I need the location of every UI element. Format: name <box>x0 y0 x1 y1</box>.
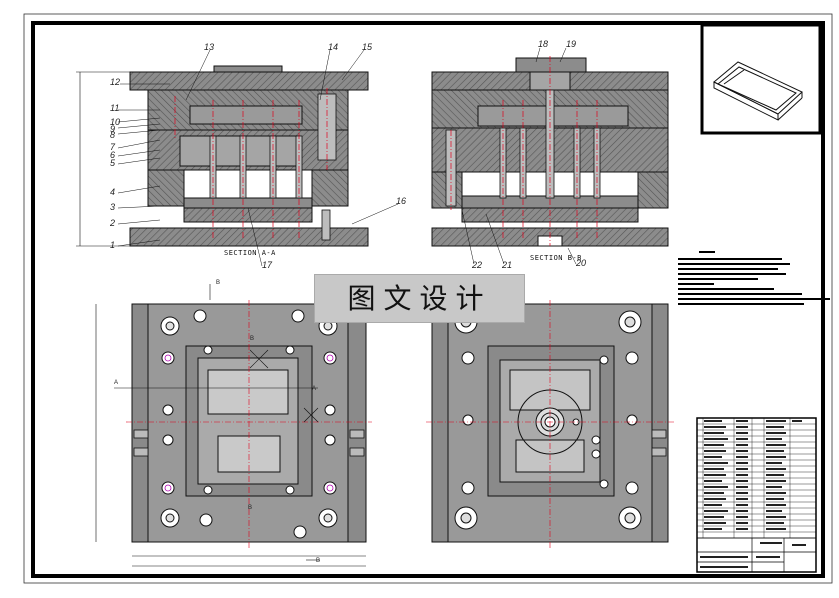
part-number-2: 2 <box>110 218 116 228</box>
section-marker-a-left: A <box>114 380 119 386</box>
part-number-4: 4 <box>110 187 116 197</box>
part-number-18: 18 <box>538 39 549 49</box>
part-number-9: 9 <box>110 124 116 134</box>
section-a-a-view <box>76 49 399 267</box>
part-number-15: 15 <box>362 42 373 52</box>
section-marker-a-right: A <box>312 386 317 392</box>
isometric-preview <box>700 23 822 135</box>
plan-view-moving-half <box>95 284 372 567</box>
part-number-17: 17 <box>262 260 273 270</box>
watermark-banner: 图文设计 <box>314 274 525 323</box>
section-b-b-view <box>431 47 669 265</box>
part-number-1: 1 <box>110 240 116 250</box>
technical-notes-block <box>678 251 830 305</box>
section-marker-b-top: B <box>216 280 221 286</box>
part-number-19: 19 <box>566 39 577 49</box>
plan-view-fixed-half <box>426 300 674 548</box>
part-number-22: 22 <box>472 260 483 270</box>
section-marker-b-base: B <box>316 558 321 564</box>
part-number-20: 20 <box>576 258 587 268</box>
part-number-8: 8 <box>110 130 116 140</box>
part-number-7: 7 <box>110 142 116 152</box>
part-number-13: 13 <box>204 42 215 52</box>
part-number-5: 5 <box>110 158 116 168</box>
section-a-a-caption: SECTION A-A <box>224 249 276 257</box>
part-number-11: 11 <box>110 103 120 113</box>
part-number-12: 12 <box>110 77 121 87</box>
part-number-3: 3 <box>110 202 116 212</box>
section-marker-b-bottom: B <box>248 505 253 511</box>
part-number-16: 16 <box>396 196 407 206</box>
section-marker-b-inner: B <box>250 336 255 342</box>
title-block <box>696 417 817 573</box>
part-number-21: 21 <box>502 260 513 270</box>
part-number-10: 10 <box>110 117 121 127</box>
section-b-b-caption: SECTION B-B <box>530 254 582 262</box>
part-number-14: 14 <box>328 42 339 52</box>
part-number-6: 6 <box>110 150 116 160</box>
